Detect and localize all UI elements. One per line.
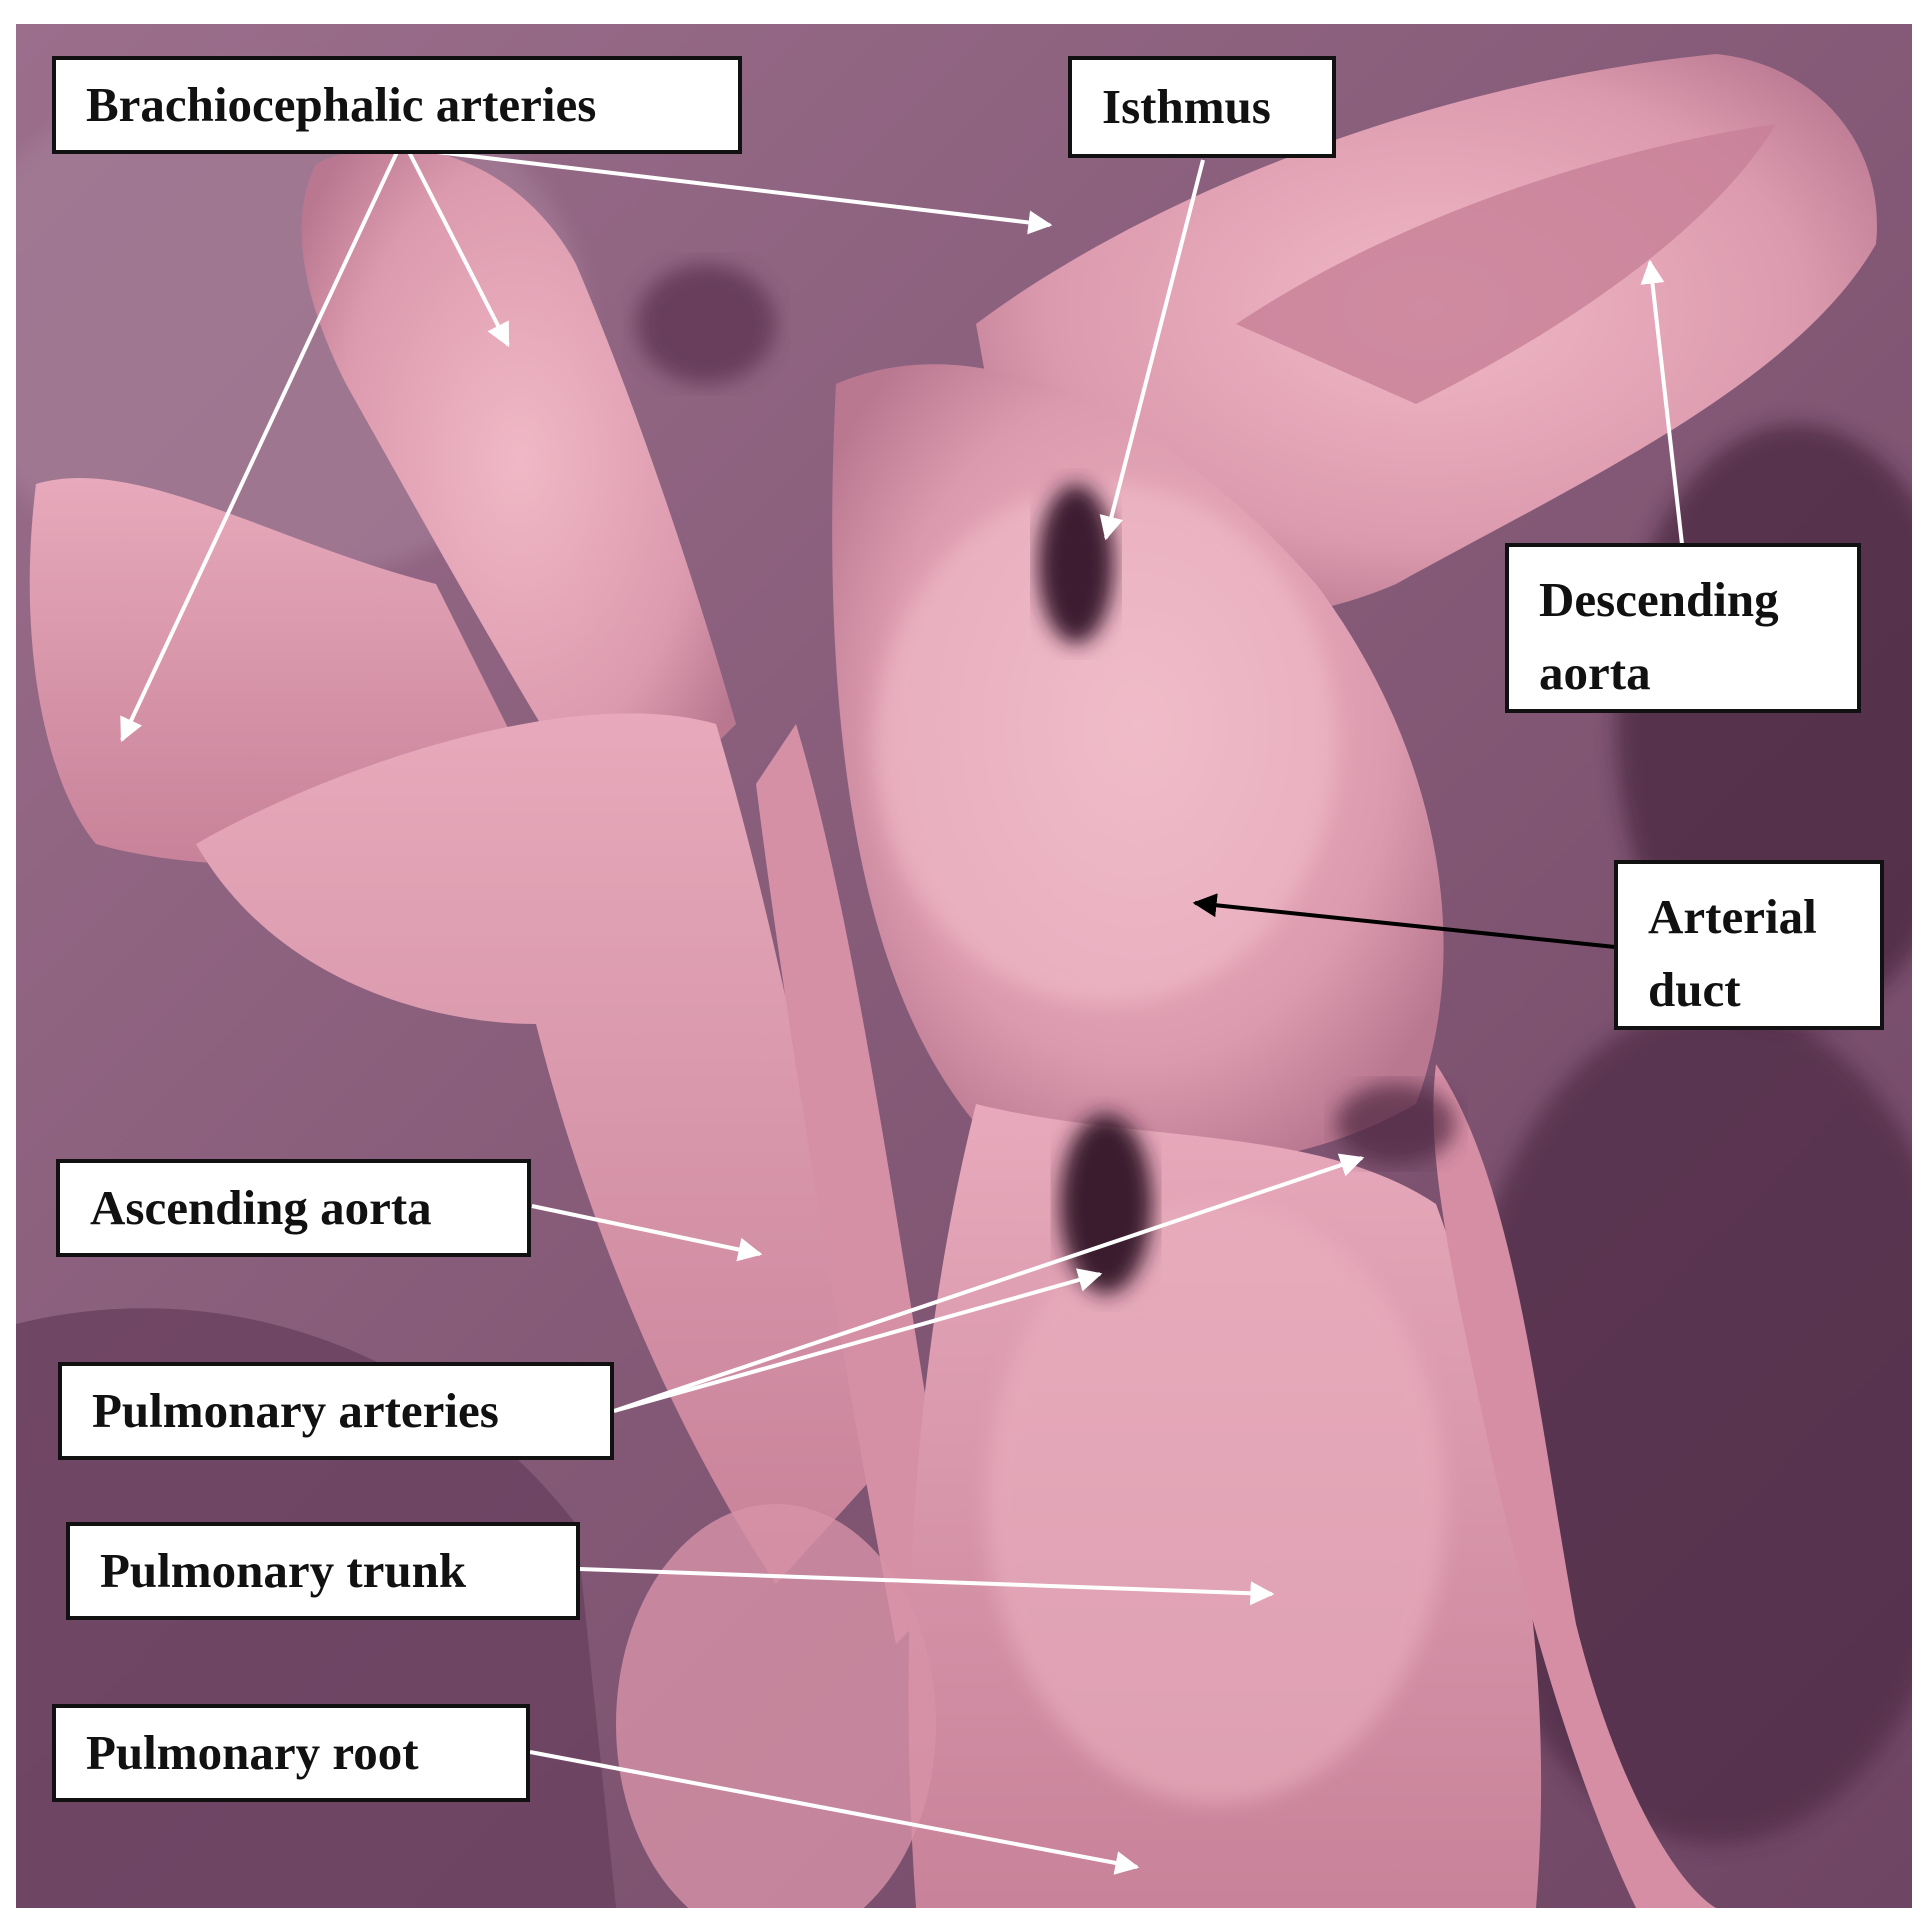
arrow-pulmonary-arteries-2 (613, 1153, 1365, 1413)
label-ascending-aorta: Ascending aorta (56, 1159, 531, 1257)
specimen-illustration (16, 24, 1912, 1908)
arrow-pulmonary-trunk (579, 1567, 1275, 1606)
arrow-pulmonary-root (529, 1750, 1140, 1875)
arrow-ascending-aorta (531, 1204, 763, 1262)
label-pulmonary-trunk: Pulmonary trunk (66, 1522, 580, 1620)
label-arterial-duct: Arterial duct (1614, 860, 1884, 1030)
arrow-isthmus (1099, 159, 1205, 541)
label-pulmonary-root: Pulmonary root (52, 1704, 530, 1802)
label-isthmus: Isthmus (1068, 56, 1336, 158)
label-pulmonary-arteries: Pulmonary arteries (58, 1362, 614, 1460)
arrow-descending-aorta (1640, 259, 1684, 545)
arrow-brachiocephalic-1 (120, 149, 400, 743)
specimen-photo (16, 24, 1912, 1908)
arrow-brachiocephalic-3 (419, 148, 1053, 235)
arrow-pulmonary-arteries-1 (613, 1268, 1103, 1413)
arrow-arterial-duct (1192, 893, 1616, 949)
label-brachiocephalic-arteries: Brachiocephalic arteries (52, 56, 742, 154)
label-descending-aorta: Descending aorta (1505, 543, 1861, 713)
arrow-brachiocephalic-2 (406, 149, 510, 348)
